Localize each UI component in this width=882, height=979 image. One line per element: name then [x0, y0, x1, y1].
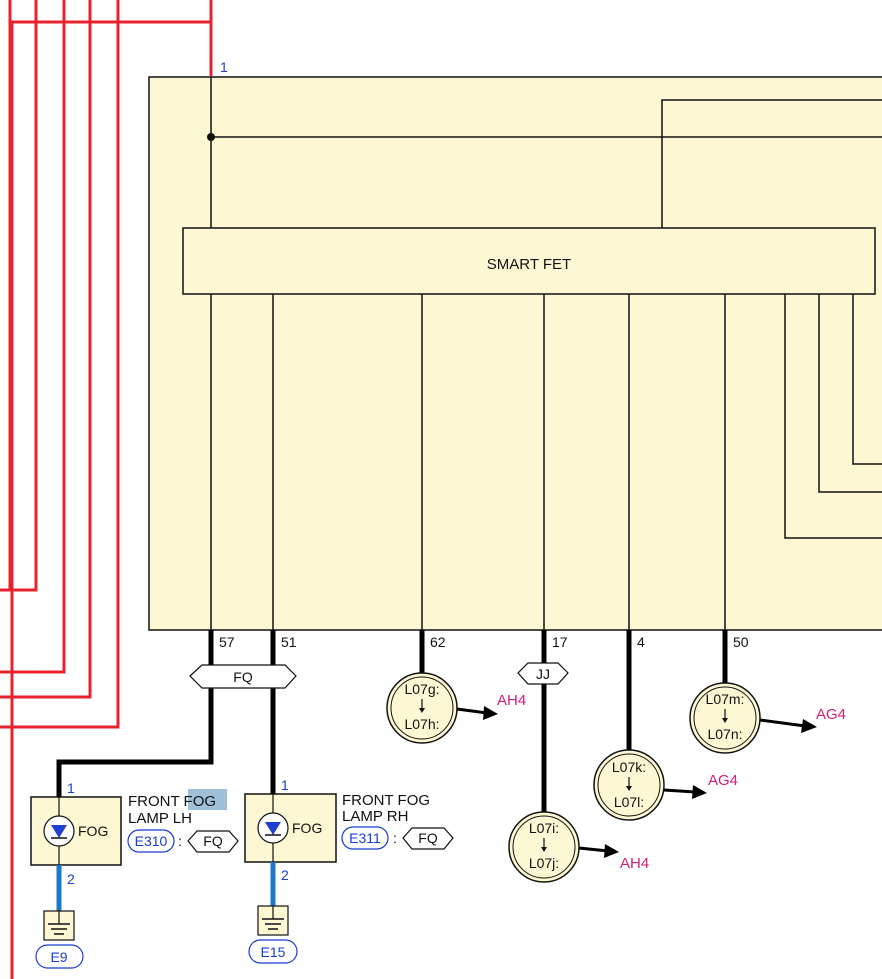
pin-50: 50 [733, 634, 749, 650]
arrow-l07i [604, 844, 619, 858]
ref-ah4-a[interactable]: AH4 [497, 692, 526, 709]
lamp-lh-separator: : [178, 833, 182, 849]
link-circle-l07k[interactable]: L07k: L07l: [593, 749, 665, 821]
pin-57: 57 [219, 634, 235, 650]
lamp-lh-icon-label: FOG [78, 823, 108, 839]
link-l07m-top: L07m: [706, 691, 745, 707]
lamp-rh-connector: E311 [349, 830, 381, 846]
junction-jj-label: JJ [536, 666, 550, 682]
red-wire-2 [0, 0, 12, 592]
link-l07g-bottom: L07h: [404, 716, 439, 732]
smart-fet-box [182, 227, 876, 295]
pin-51: 51 [281, 634, 297, 650]
red-wire-3 [0, 0, 38, 592]
red-wire-1 [10, 0, 213, 979]
lamp-rh-title-line1: FRONT FOG [342, 792, 430, 809]
lamp-rh-connector-badge[interactable] [341, 826, 389, 850]
lamp-rh-type-hex [402, 827, 454, 850]
arrow-l07m [801, 719, 817, 733]
link-circle-l07i[interactable]: L07i: L07j: [508, 811, 580, 883]
red-power-wires [0, 0, 213, 979]
junction-fq-label: FQ [233, 669, 253, 685]
junction-fq: FQ [189, 664, 297, 689]
lamp-rh-icon-label: FOG [292, 820, 322, 836]
search-highlight [188, 789, 227, 810]
lamp-rh-title-line2: LAMP RH [342, 808, 408, 825]
link-l07k-bottom: L07l: [614, 794, 644, 810]
red-wire-4 [0, 0, 66, 674]
ground-e15-label: E15 [261, 944, 286, 960]
lamp-lh-pin-1: 1 [67, 780, 75, 796]
pin-4: 4 [637, 634, 645, 650]
link-circle-l07g[interactable]: L07g: L07h: [386, 672, 458, 744]
lamp-rh-connector-type: FQ [418, 830, 438, 846]
link-circle-l07m[interactable]: L07m: L07n: [689, 682, 761, 754]
smart-fet-label: SMART FET [487, 256, 571, 273]
arrow-l07g [483, 706, 498, 720]
ground-e9-badge[interactable] [35, 944, 84, 969]
junction-jj: JJ [517, 662, 569, 685]
external-black-wires [56, 630, 728, 814]
lamp-rh-separator: : [393, 830, 397, 846]
ground-e9-icon [43, 910, 75, 941]
ref-ag4-b[interactable]: AG4 [816, 706, 846, 723]
lamp-lh-connector-badge[interactable] [127, 829, 175, 853]
arrow-l07k [692, 785, 707, 799]
ground-e15-icon [257, 905, 289, 936]
control-module-box [148, 76, 882, 631]
link-l07i-top: L07i: [529, 820, 559, 836]
ground-e9-label: E9 [50, 949, 67, 965]
ground-e15-badge[interactable] [248, 939, 298, 964]
lamp-rh-diode-icon [257, 812, 289, 844]
splice-dot [207, 133, 215, 141]
link-l07m-bottom: L07n: [707, 726, 742, 742]
lamp-lh-diode-icon [43, 815, 75, 847]
module-internal-wiring [210, 77, 882, 539]
lamp-lh-pin-2: 2 [67, 871, 75, 887]
link-l07k-top: L07k: [612, 759, 646, 775]
ref-ag4-a[interactable]: AG4 [708, 772, 738, 789]
lamp-lh-type-hex [187, 830, 239, 853]
link-l07i-bottom: L07j: [529, 855, 559, 871]
module-output-lines [210, 294, 726, 630]
red-wire-5 [0, 0, 92, 699]
lamp-lh-title-line1: FRONT FOG [128, 793, 216, 810]
lamp-lh-connector-type: FQ [203, 833, 223, 849]
link-l07g-top: L07g: [404, 681, 439, 697]
wire-to-lamp-lh [56, 630, 214, 797]
red-wire-6 [0, 0, 120, 729]
module-power-pin: 1 [220, 59, 228, 75]
ref-ah4-b[interactable]: AH4 [620, 855, 649, 872]
lamp-rh-pin-1: 1 [281, 777, 289, 793]
pin-62: 62 [430, 634, 446, 650]
pin-17: 17 [552, 634, 568, 650]
lamp-rh-pin-2: 2 [281, 867, 289, 883]
lamp-lh-connector: E310 [135, 833, 168, 849]
lamp-lh-title-line2: LAMP LH [128, 810, 192, 827]
